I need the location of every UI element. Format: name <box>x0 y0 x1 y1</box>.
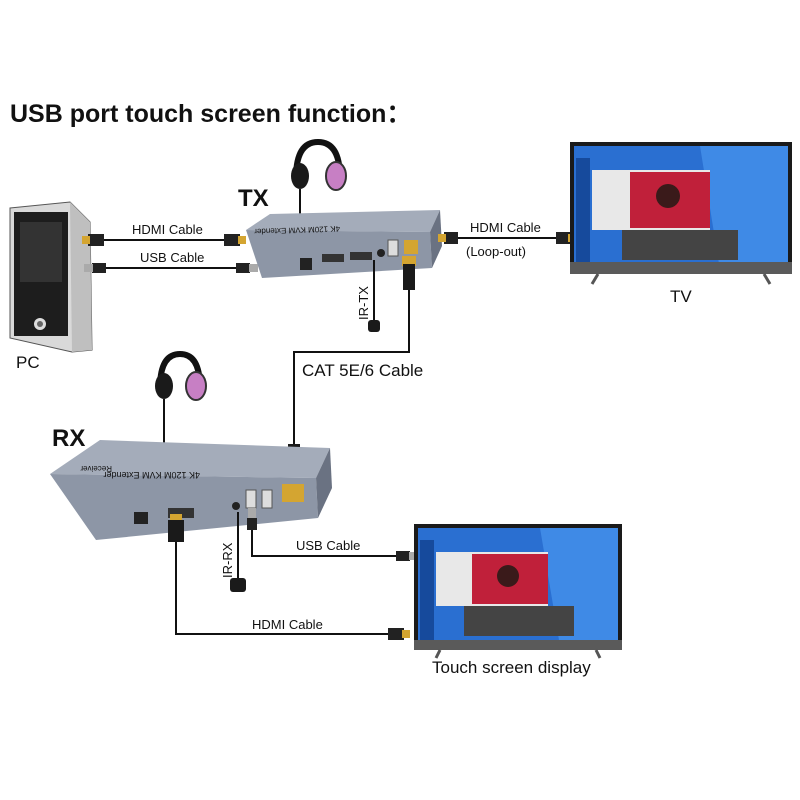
usb-plug-icon <box>84 263 106 273</box>
cat-cable <box>293 290 410 444</box>
rx-rj45-port <box>282 484 304 502</box>
tx-rj45-port <box>404 240 418 254</box>
hdmi-plug-icon <box>224 234 246 246</box>
ir-tx-label: IR-TX <box>356 286 371 320</box>
touch-display-icon <box>414 524 622 659</box>
usb-plug-icon <box>236 263 258 273</box>
tx-hdmi-out-port <box>322 254 344 262</box>
usb-plug-icon <box>396 551 417 561</box>
tx-model-text: 4K 120M KVM Extender <box>254 224 340 236</box>
rj45-plug-icon <box>402 256 416 290</box>
tx-headphones-icon <box>291 138 347 222</box>
rx-extender-box <box>50 440 332 540</box>
pc-hdmi-cable-label: HDMI Cable <box>132 222 203 237</box>
rx-role-text: Receiver <box>80 464 112 473</box>
tx-hdmi-in-port <box>350 252 372 260</box>
rx-label: RX <box>52 425 85 452</box>
hdmi-plug-icon <box>168 514 184 542</box>
rx-usb-port-1 <box>245 489 257 509</box>
rx-hdmi-out-port <box>168 508 194 518</box>
tx-label: TX <box>238 185 269 212</box>
diagram-title: USB port touch screen function： <box>10 100 411 128</box>
pc-tower-icon <box>9 201 93 353</box>
rx-dc-port <box>134 512 148 524</box>
ir-sensor-icon <box>230 578 246 592</box>
tx-dc-port <box>300 258 312 270</box>
rx-hdmi-cable <box>175 542 390 635</box>
rx-usb-port-2 <box>261 489 273 509</box>
hdmi-plug-icon <box>82 234 104 246</box>
tx-usb-port <box>387 239 399 257</box>
loop-out-label: (Loop-out) <box>466 244 526 259</box>
tx-ir-port <box>377 249 385 257</box>
touch-display-label: Touch screen display <box>432 658 591 677</box>
tv-icon <box>570 142 792 285</box>
rx-usb-cable <box>251 530 398 557</box>
hdmi-plug-icon <box>388 628 410 640</box>
rx-usb-cable-label: USB Cable <box>296 538 360 553</box>
tx-extender-box <box>246 210 442 278</box>
rx-ir-port <box>232 502 240 510</box>
hdmi-plug-icon <box>438 232 458 244</box>
rx-model-text: 4K 120M KVM Extender <box>103 470 200 480</box>
cat-cable-label: CAT 5E/6 Cable <box>302 361 423 380</box>
tv-label: TV <box>670 287 692 306</box>
rx-headphones-icon <box>155 350 207 454</box>
rx-hdmi-cable-label: HDMI Cable <box>252 617 323 632</box>
tv-hdmi-cable-label: HDMI Cable <box>470 220 541 235</box>
pc-usb-cable-label: USB Cable <box>140 250 204 265</box>
pc-label: PC <box>16 353 40 372</box>
ir-rx-label: IR-RX <box>220 542 235 578</box>
ir-sensor-icon <box>368 320 380 332</box>
usb-plug-icon <box>247 508 257 530</box>
